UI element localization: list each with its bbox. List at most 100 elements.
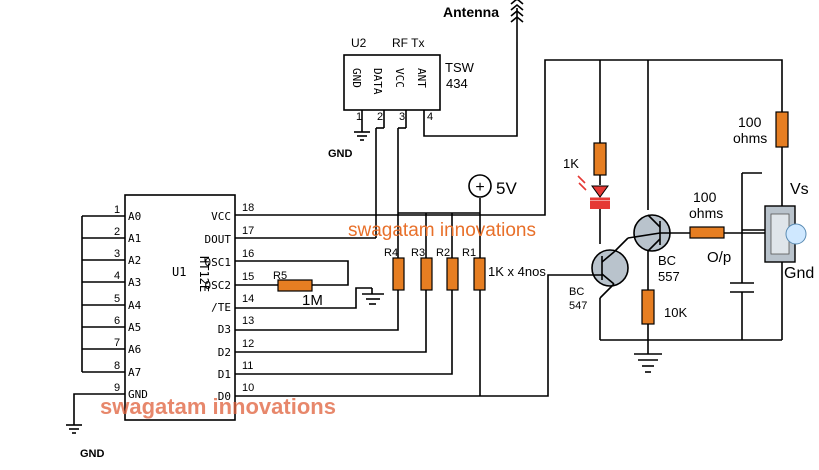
encoder-pin-number: 5: [114, 293, 120, 305]
encoder-pin-number: 1: [114, 204, 120, 216]
q1-number: 547: [569, 300, 587, 312]
transmitter-pin-label: VCC: [393, 68, 406, 88]
encoder-pin-label: VCC: [211, 210, 231, 223]
transistor-q2: BC 557: [627, 214, 690, 284]
pullup-ref: R3: [411, 247, 425, 259]
encoder-pin-label: A3: [128, 276, 141, 289]
sensor-vs-label: Vs: [790, 181, 809, 198]
top-resistor-line2: ohms: [733, 130, 767, 146]
supply-5v: + 5V: [468, 174, 517, 198]
q1-type: BC: [569, 286, 584, 298]
r5-value: 1M: [302, 292, 323, 309]
supply-label: 5V: [496, 179, 517, 198]
sensor-gnd-label: Gnd: [784, 265, 814, 282]
q2-type: BC: [658, 253, 676, 268]
transmitter-type: RF Tx: [392, 36, 424, 50]
encoder-pin-number: 6: [114, 315, 120, 327]
collector-resistor-value: 10K: [664, 305, 687, 320]
pullup-ref: R2: [436, 247, 450, 259]
encoder-pin-number: 9: [114, 382, 120, 394]
encoder-ic: U1 HT12E A0 A1 A2 A3 A4 A5 A6 A7 GND 1 2: [66, 194, 255, 460]
antenna: Antenna: [443, 0, 524, 42]
osc-resistor-r5: R5 1M: [273, 270, 323, 309]
transmitter-pin-label: DATA: [371, 68, 384, 95]
output-label: O/p: [707, 249, 731, 266]
transmitter-model-line1: TSW: [445, 60, 475, 75]
top-resistor: [775, 111, 789, 148]
pullup-ref: R1: [462, 247, 476, 259]
base-resistor-line1: 100: [693, 189, 717, 205]
led-resistor: [593, 142, 607, 176]
indicator-led: [577, 175, 610, 209]
encoder-pin-number: 15: [242, 271, 254, 283]
encoder-pin-number: 11: [242, 360, 253, 372]
pullup-value: 1K x 4nos: [488, 264, 546, 279]
encoder-pin-label: D0: [218, 390, 231, 403]
ground-symbol: [362, 288, 384, 305]
transmitter-body: [343, 54, 441, 111]
encoder-pin-number: 10: [242, 382, 254, 394]
encoder-pin-number: 17: [242, 225, 254, 237]
encoder-part: HT12E: [197, 256, 211, 292]
encoder-pin-label: D1: [218, 368, 231, 381]
transmitter-model-line2: 434: [446, 76, 468, 91]
encoder-pin-label: A4: [128, 299, 142, 312]
encoder-pin-number: 2: [114, 226, 120, 238]
encoder-pin-label: DOUT: [205, 233, 232, 246]
supply-symbol: +: [475, 179, 484, 196]
encoder-pin-number: 13: [242, 315, 254, 327]
encoder-pin-label: D3: [218, 323, 231, 336]
antenna-label: Antenna: [443, 4, 499, 20]
encoder-ref: U1: [172, 265, 186, 279]
encoder-pin-label: OSC2: [205, 279, 232, 292]
transmitter-pin-number: 4: [427, 111, 433, 123]
transmitter-pin-label: GND: [350, 68, 363, 88]
ground-symbol: [66, 424, 82, 434]
encoder-pin-label: D2: [218, 346, 231, 359]
encoder-pin-label: A1: [128, 232, 141, 245]
transmitter-gnd-label: GND: [328, 148, 353, 160]
encoder-pin-number: 8: [114, 360, 120, 372]
encoder-pin-label: OSC1: [205, 256, 232, 269]
collector-resistor: [641, 289, 655, 325]
watermark-bottom: swagatam innovations: [100, 394, 336, 419]
transmitter-pin-number: 3: [399, 111, 405, 123]
encoder-pin-label: A5: [128, 321, 141, 334]
encoder-pin-label: A6: [128, 343, 141, 356]
ground-symbol: [354, 131, 370, 141]
encoder-pin-label: A7: [128, 366, 141, 379]
encoder-body: [124, 194, 236, 421]
encoder-pin-number: 7: [114, 337, 120, 349]
r5-ref: R5: [273, 270, 287, 282]
led-resistor-value: 1K: [563, 156, 579, 171]
encoder-pin-number: 3: [114, 248, 120, 260]
pullup-resistors: R4 R3 R2 R1 1K x 4nos: [384, 247, 546, 291]
rf-transmitter-module: U2 RF Tx TSW 434 GND DATA VCC ANT 1 2 3 …: [328, 36, 518, 238]
encoder-pin-number: 18: [242, 202, 254, 214]
encoder-pin-number: 14: [242, 293, 254, 305]
watermark-middle: swagatam innovations: [348, 220, 536, 241]
encoder-pin-number: 12: [242, 338, 254, 350]
encoder-pin-number: 4: [114, 270, 120, 282]
sensor-module: [742, 205, 807, 263]
transmitter-ref: U2: [351, 36, 367, 50]
encoder-pin-number: 16: [242, 248, 254, 260]
base-resistor: [689, 226, 725, 239]
transistor-q1: BC 547: [569, 237, 629, 312]
encoder-gnd-label: GND: [80, 448, 105, 460]
signal-wiring: [235, 59, 783, 397]
transmitter-pin-number: 2: [377, 111, 383, 123]
top-resistor-line1: 100: [738, 114, 762, 130]
driver-stage: 1K BC 547: [563, 60, 814, 373]
ground-symbol: [634, 353, 662, 373]
transmitter-pin-label: ANT: [415, 68, 428, 88]
encoder-right-pins: VCC DOUT OSC1 OSC2 /TE D3 D2 D1 D0 18 17…: [205, 202, 255, 403]
encoder-pin-label: GND: [128, 388, 148, 401]
encoder-pin-label: A0: [128, 210, 141, 223]
encoder-left-pins: A0 A1 A2 A3 A4 A5 A6 A7 GND 1 2 3 4 5 6 …: [66, 204, 148, 460]
q2-number: 557: [658, 269, 680, 284]
encoder-pin-label: /TE: [211, 301, 231, 314]
output-capacitor: [730, 172, 762, 340]
pullup-ref: R4: [384, 247, 398, 259]
